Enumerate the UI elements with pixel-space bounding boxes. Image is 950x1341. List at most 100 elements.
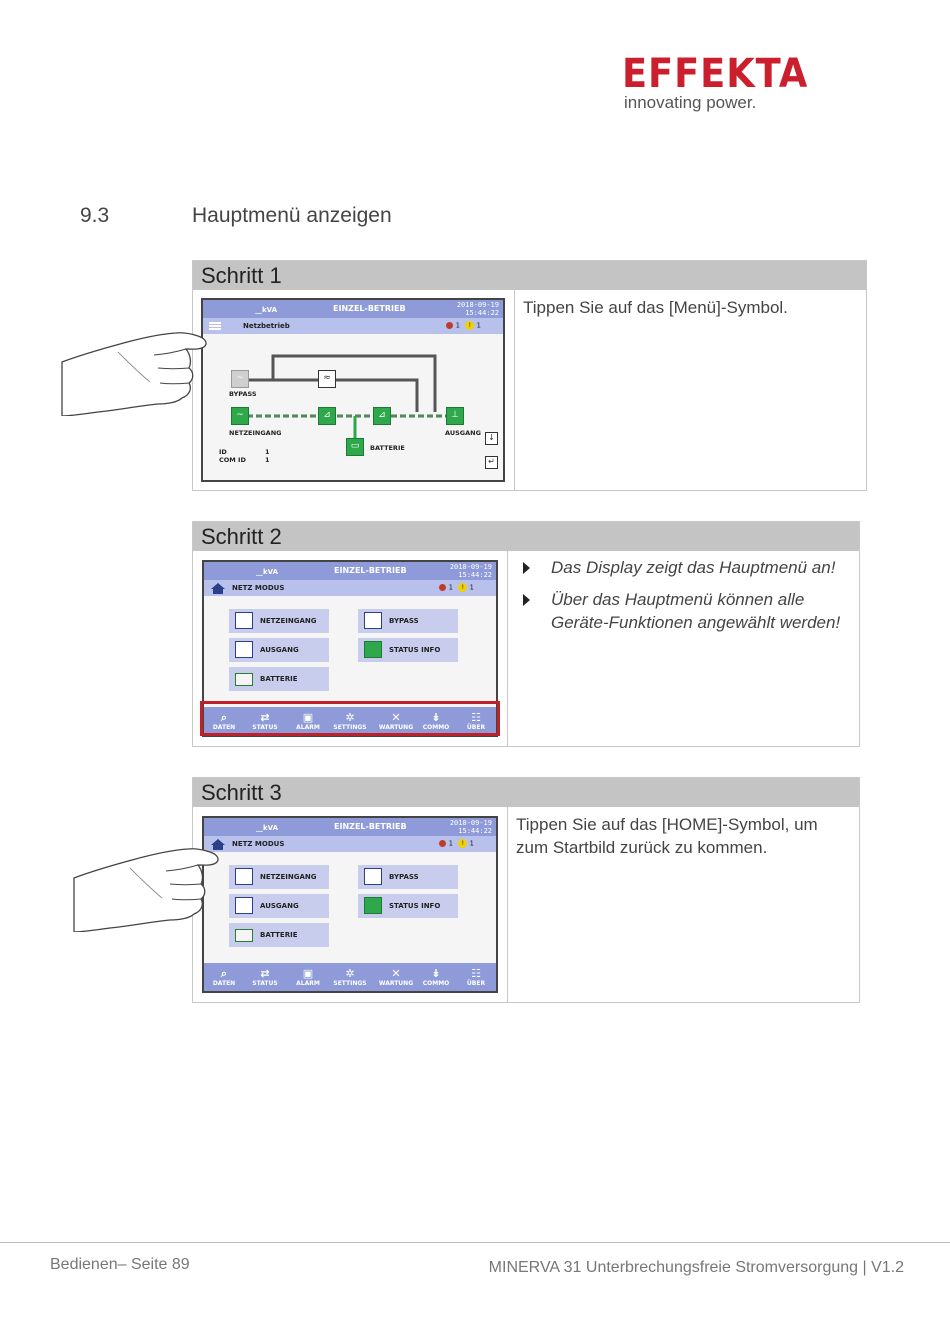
bypass-icon <box>364 868 382 885</box>
power-flow-diagram: ~ BYPASS ≈ ~ NETZEINGANG ⊿ ⊿ ⊥ AUSGANG ▭… <box>203 334 503 480</box>
nav-status[interactable]: ⇄STATUS <box>245 711 285 731</box>
status-text: NETZ MODUS <box>232 840 285 848</box>
date: 2018-09-19 <box>456 301 499 309</box>
status-info-icon <box>364 641 382 658</box>
nav-ueber[interactable]: ☷ÜBER <box>456 711 496 731</box>
nav-commo[interactable]: ↡COMMO <box>416 711 456 731</box>
status-arrows-icon: ⇄ <box>260 711 270 724</box>
menu-icon[interactable] <box>209 322 221 330</box>
nav-highlight-box <box>200 701 500 736</box>
info-icon: ☷ <box>471 711 481 724</box>
data-search-icon: ⌕ <box>220 711 228 724</box>
menu-button-batterie[interactable]: BATTERIE <box>229 667 329 691</box>
nav-wartung[interactable]: ✕WARTUNG <box>376 967 416 987</box>
bypass-icon <box>364 612 382 629</box>
section-number: 9.3 <box>80 204 110 227</box>
commo-icon: ↡ <box>431 711 441 724</box>
output-icon <box>235 897 253 914</box>
alarm-red-count: 1 <box>448 839 454 848</box>
comid-label: COM ID <box>219 456 246 464</box>
section-title: Hauptmenü anzeigen <box>192 204 392 227</box>
bullet-item: Das Display zeigt das Hauptmenü an! <box>517 556 857 579</box>
nav-status[interactable]: ⇄STATUS <box>245 967 285 987</box>
bypass-label: BYPASS <box>229 390 257 398</box>
battery-icon <box>235 673 253 686</box>
footer-product: MINERVA 31 Unterbrechungsfreie Stromvers… <box>488 1259 904 1276</box>
step-3-title: Schritt 3 <box>193 778 859 807</box>
mains-input-icon <box>235 612 253 629</box>
bypass-switch-icon: ≈ <box>318 370 336 388</box>
nav-daten[interactable]: ⌕DATEN <box>204 711 244 731</box>
menu-button-netzeingang[interactable]: NETZEINGANG <box>229 609 329 633</box>
home-icon[interactable] <box>210 838 226 850</box>
footer-page: Bedienen– Seite 89 <box>50 1256 190 1273</box>
alarm-bell-icon: ▣ <box>302 711 314 724</box>
nav-settings[interactable]: ✲SETTINGS <box>330 711 370 731</box>
kva-readout: __kVA <box>256 824 279 832</box>
commo-icon: ↡ <box>431 967 441 980</box>
warning-yellow-count: 1 <box>469 583 474 592</box>
date-time: 2018-09-19 15:44:22 <box>457 301 499 317</box>
nav-alarm[interactable]: ▣ALARM <box>288 967 328 987</box>
tools-icon: ✕ <box>391 967 401 980</box>
bullet-item: Über das Hauptmenü können alle Geräte-Fu… <box>517 588 857 634</box>
time: 15:44:22 <box>458 571 492 579</box>
operation-mode: EINZEL-BETRIEB <box>334 566 407 575</box>
output-label: AUSGANG <box>445 429 481 437</box>
menu-button-ausgang[interactable]: AUSGANG <box>229 894 329 918</box>
bottom-nav: ⌕DATEN ⇄STATUS ▣ALARM ✲SETTINGS ✕WARTUNG… <box>204 707 496 735</box>
nav-ueber[interactable]: ☷ÜBER <box>456 967 496 987</box>
menu-button-bypass[interactable]: BYPASS <box>358 865 458 889</box>
step-2-table: Schritt 2 __kVA EINZEL-BETRIEB 2018-09-1… <box>192 521 860 747</box>
nav-alarm[interactable]: ▣ALARM <box>288 711 328 731</box>
status-text: NETZ MODUS <box>232 584 285 592</box>
home-icon[interactable] <box>210 582 226 594</box>
date: 2018-09-19 <box>449 563 492 571</box>
date-time: 2018-09-19 15:44:22 <box>450 563 492 579</box>
gear-icon: ✲ <box>345 711 355 724</box>
bullet-triangle-icon <box>523 594 530 606</box>
menu-button-status-info[interactable]: STATUS INFO <box>358 894 458 918</box>
status-text: Netzbetrieb <box>243 322 290 330</box>
alarm-red-count: 1 <box>448 583 454 592</box>
warning-yellow-count: 1 <box>469 839 474 848</box>
step-1-table: Schritt 1 __kVA EINZEL-BETRIEB 2018-09-1… <box>192 260 867 491</box>
operation-mode: EINZEL-BETRIEB <box>333 304 406 313</box>
time: 15:44:22 <box>465 309 499 317</box>
bypass-icon: ~ <box>231 370 249 388</box>
warning-yellow-icon: ! <box>458 839 468 848</box>
operation-mode: EINZEL-BETRIEB <box>334 822 407 831</box>
effekta-logo: EFFEKTA innovating power. <box>622 52 822 113</box>
alarm-indicators[interactable]: 1 ! 1 <box>446 321 481 330</box>
status-arrows-icon: ⇄ <box>260 967 270 980</box>
menu-button-bypass[interactable]: BYPASS <box>358 609 458 633</box>
battery-icon: ▭ <box>346 438 364 456</box>
menu-button-status-info[interactable]: STATUS INFO <box>358 638 458 662</box>
nav-settings[interactable]: ✲SETTINGS <box>330 967 370 987</box>
menu-button-batterie[interactable]: BATTERIE <box>229 923 329 947</box>
menu-button-netzeingang[interactable]: NETZEINGANG <box>229 865 329 889</box>
step-1-title: Schritt 1 <box>193 261 866 290</box>
alarm-red-count: 1 <box>455 321 461 330</box>
nav-wartung[interactable]: ✕WARTUNG <box>376 711 416 731</box>
step-1-image-cell: __kVA EINZEL-BETRIEB 2018-09-19 15:44:22… <box>193 290 515 490</box>
comid-value: 1 <box>265 456 270 464</box>
id-value: 1 <box>265 448 270 456</box>
alarm-indicators[interactable]: 1 ! 1 <box>439 839 474 848</box>
alarm-indicators[interactable]: 1 ! 1 <box>439 583 474 592</box>
battery-icon <box>235 929 253 942</box>
back-icon[interactable]: ↵ <box>485 456 498 469</box>
warning-yellow-count: 1 <box>476 321 481 330</box>
mains-input-label: NETZEINGANG <box>229 429 282 437</box>
menu-button-ausgang[interactable]: AUSGANG <box>229 638 329 662</box>
nav-commo[interactable]: ↡COMMO <box>416 967 456 987</box>
date: 2018-09-19 <box>449 819 492 827</box>
hand-pointer-icon <box>73 848 219 932</box>
scroll-down-icon[interactable]: ↓ <box>485 432 498 445</box>
step-3-table: Schritt 3 __kVA EINZEL-BETRIEB 2018-09-1… <box>192 777 860 1003</box>
step-2-bullets: Das Display zeigt das Hauptmenü an! Über… <box>517 556 857 643</box>
id-label: ID <box>219 448 227 456</box>
step-2-image-cell: __kVA EINZEL-BETRIEB 2018-09-19 15:44:22… <box>193 551 508 746</box>
bottom-nav: ⌕DATEN ⇄STATUS ▣ALARM ✲SETTINGS ✕WARTUNG… <box>204 963 496 991</box>
nav-daten[interactable]: ⌕DATEN <box>204 967 244 987</box>
